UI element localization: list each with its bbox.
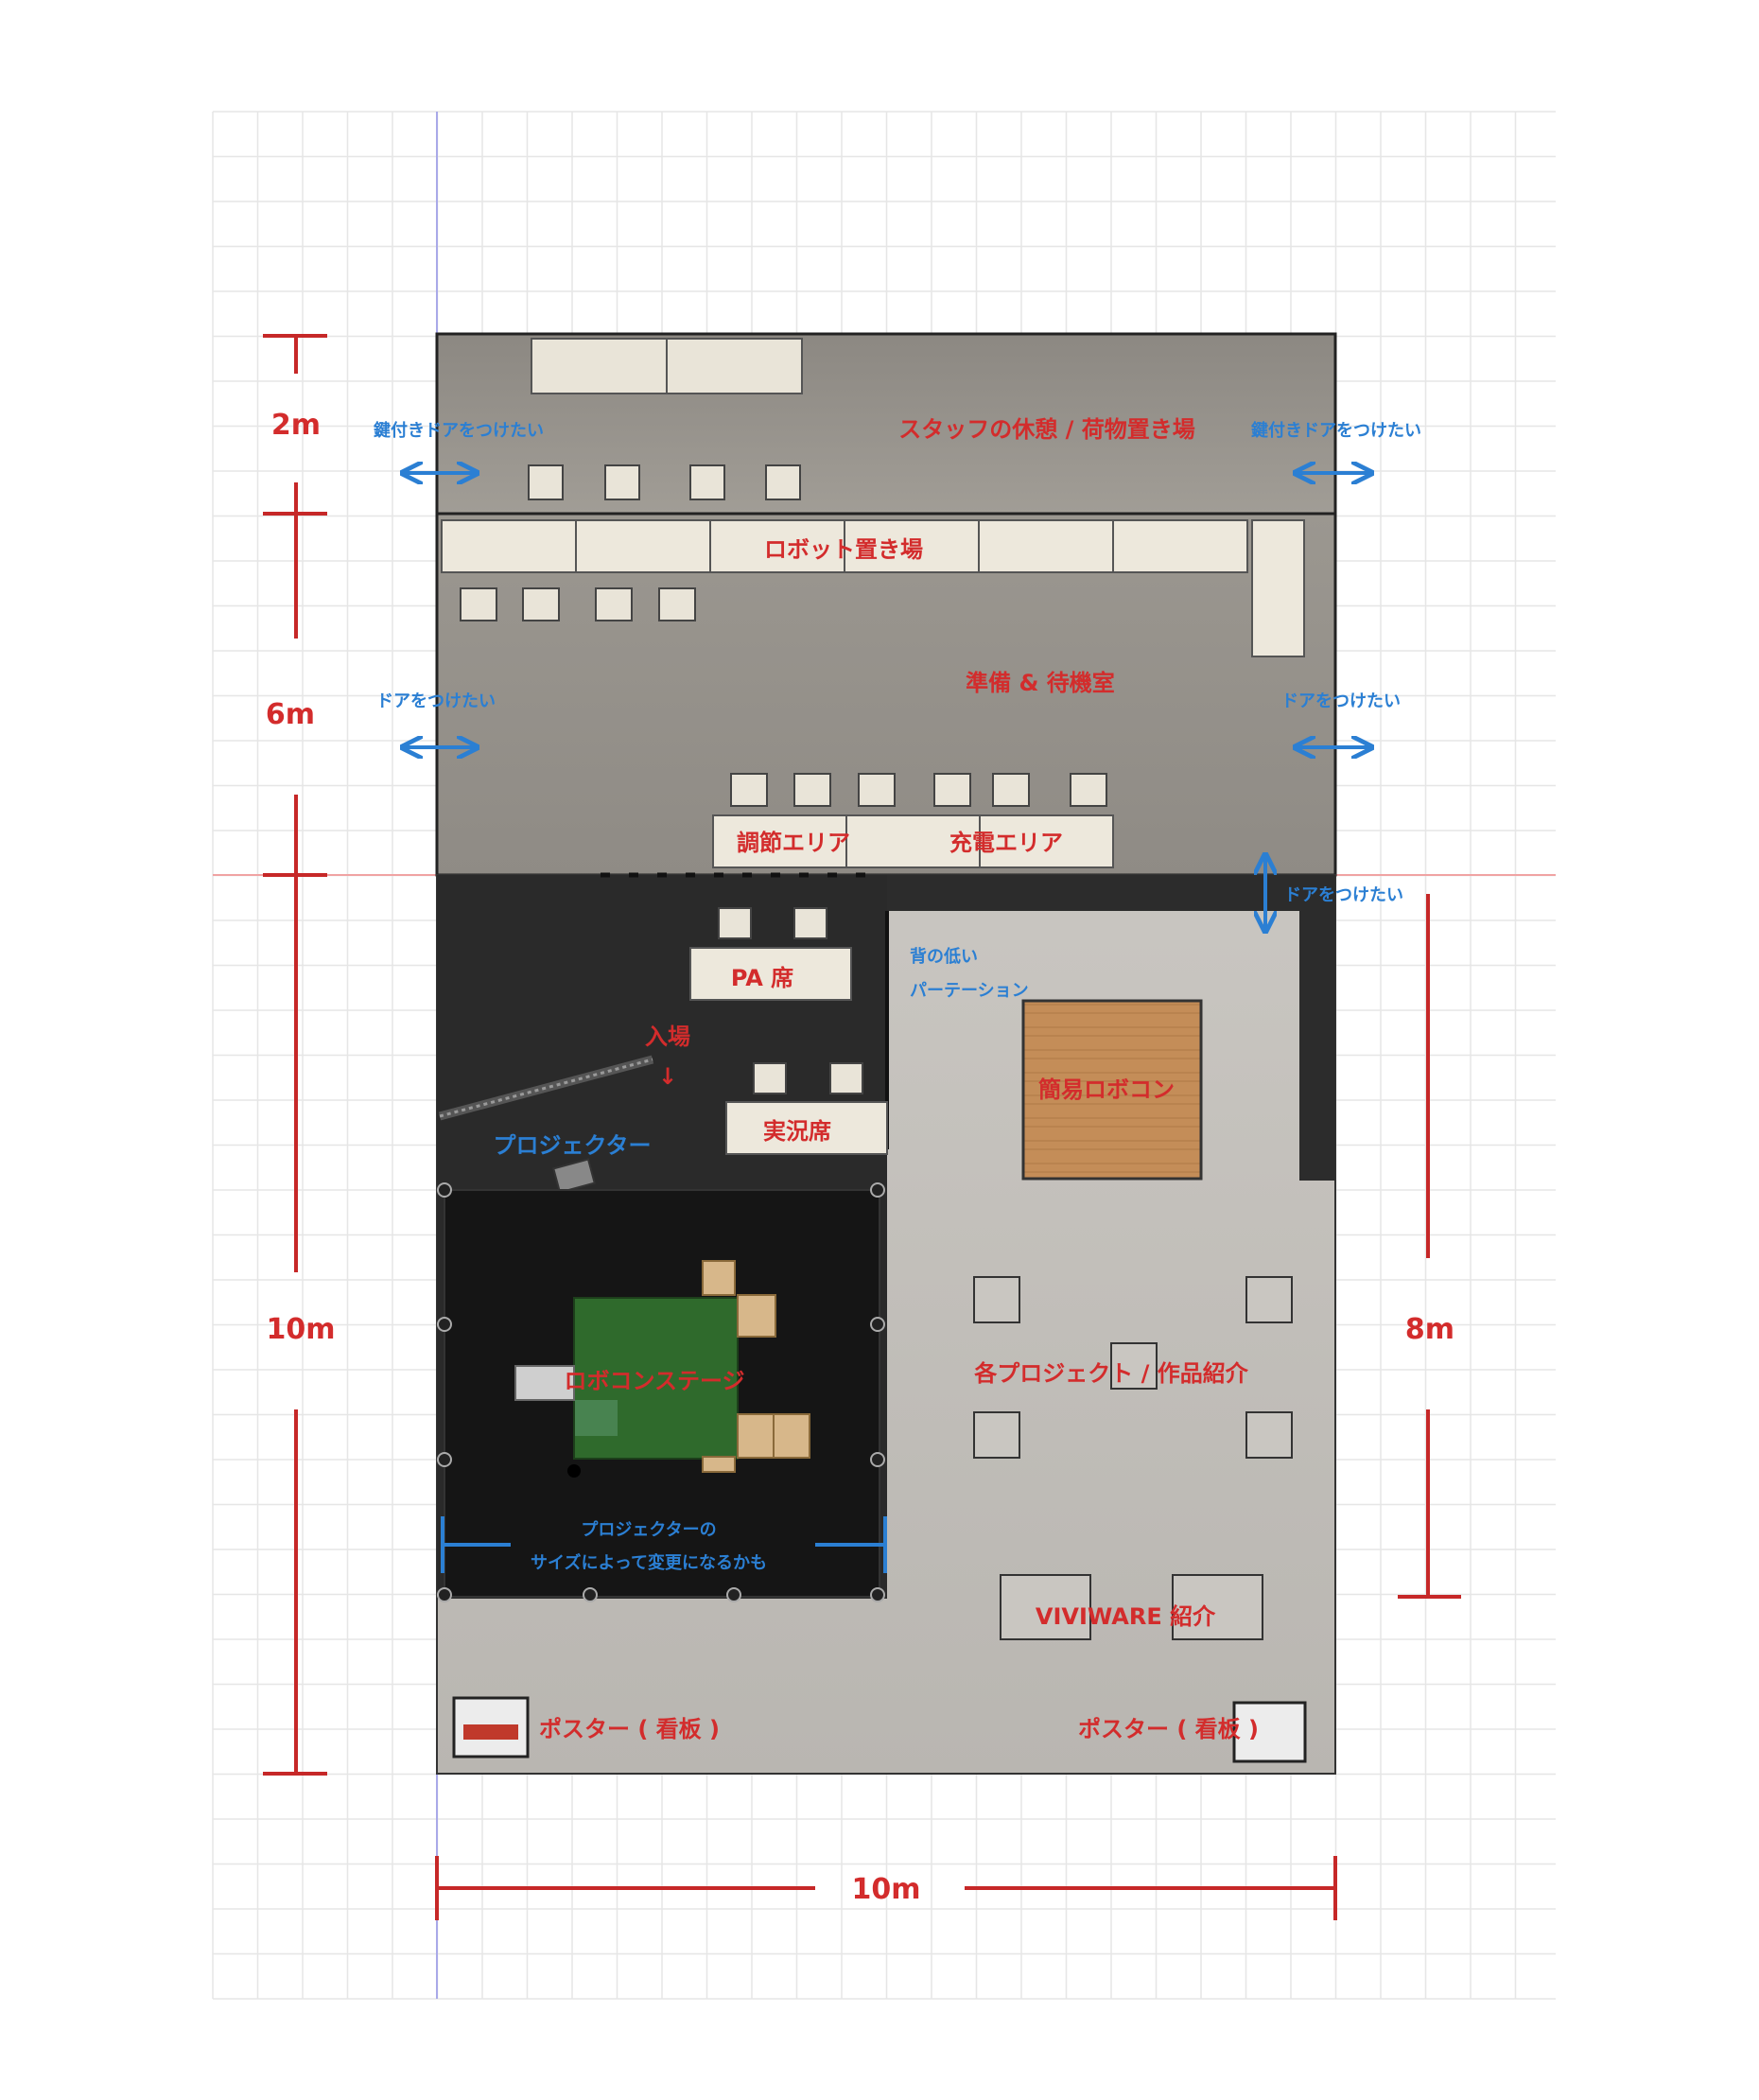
door-left-note: ドアをつけたい [376, 691, 496, 711]
right-wall-strip [1299, 911, 1335, 1181]
projector-device [552, 1158, 596, 1194]
mini-robocon-label: 簡易ロボコン [1038, 1076, 1175, 1103]
staff-shelves [531, 338, 803, 394]
staff-chairs [528, 464, 801, 500]
door-arrows [405, 473, 1369, 929]
room-labels: スタッフの休憩 / 荷物置き場 ロボット置き場 準備 & 待機室 調節エリア 充… [539, 416, 1259, 1742]
locked-door-left-note: 鍵付きドアをつけたい [374, 420, 544, 441]
pa-label: PA 席 [731, 965, 793, 991]
dim-6m: 6m [266, 698, 315, 731]
prep-room-label: 準備 & 待機室 [966, 670, 1115, 696]
viviware-label: VIVIWARE 紹介 [1036, 1603, 1216, 1630]
viviware-tables [1000, 1574, 1263, 1640]
mini-robocon-area [1021, 999, 1203, 1181]
project-booths [973, 1276, 1293, 1459]
top-wall-strip [887, 875, 1335, 911]
wood-crates [702, 1260, 810, 1473]
poster-right-label: ポスター ( 看板 ) [1078, 1716, 1259, 1742]
entrance-label: 入場 [645, 1024, 690, 1050]
dimension-lines [263, 334, 1461, 1920]
projector-note-1: プロジェクターの [581, 1519, 716, 1540]
poster-stands [452, 1696, 1307, 1763]
entrance-arrow-icon: ↓ [658, 1063, 677, 1090]
dim-8m: 8m [1405, 1313, 1454, 1346]
staff-room-label: スタッフの休憩 / 荷物置き場 [898, 416, 1194, 443]
commentary-chairs [753, 1062, 863, 1094]
locked-door-right-note: 鍵付きドアをつけたい [1251, 420, 1421, 441]
stage-label: ロボコンステージ [564, 1368, 744, 1394]
tuning-charging-tables [712, 814, 1114, 868]
dim-10m-bottom: 10m [851, 1873, 920, 1906]
dimension-labels: 2m 6m 10m 8m 10m [266, 409, 1454, 1906]
prep-chairs-bottom [730, 773, 1107, 807]
dim-2m: 2m [271, 409, 321, 442]
robot-shelf [441, 519, 1305, 657]
projects-label: 各プロジェクト / 作品紹介 [973, 1360, 1248, 1387]
charging-area-label: 充電エリア [949, 830, 1063, 856]
projector-span [441, 1516, 887, 1573]
stage-pin [567, 1464, 581, 1478]
pa-chairs [718, 907, 827, 939]
side-table [514, 1365, 575, 1401]
entrance-truss [438, 1055, 654, 1121]
partition-note-1: 背の低い [910, 946, 978, 967]
stage-marker [575, 1400, 618, 1436]
projector-note-2: サイズによって変更になるかも [531, 1552, 767, 1573]
annotations: 鍵付きドアをつけたい 鍵付きドアをつけたい ドアをつけたい ドアをつけたい ドア… [374, 420, 1421, 1573]
pa-desk [689, 947, 852, 1001]
poster-left-label: ポスター ( 看板 ) [539, 1716, 720, 1742]
truss-posts [437, 1182, 885, 1602]
commentary-label: 実況席 [763, 1118, 831, 1145]
door-right-note: ドアをつけたい [1281, 691, 1401, 711]
projector-label: プロジェクター [493, 1132, 651, 1159]
partition-note-2: パーテーション [910, 981, 1029, 1001]
commentary-desk [725, 1101, 888, 1155]
robot-storage-label: ロボット置き場 [764, 536, 923, 563]
dim-10m-left: 10m [266, 1313, 335, 1346]
prep-chairs-top [460, 587, 696, 621]
tuning-area-label: 調節エリア [737, 830, 850, 856]
door-partition-note: ドアをつけたい [1284, 885, 1403, 905]
